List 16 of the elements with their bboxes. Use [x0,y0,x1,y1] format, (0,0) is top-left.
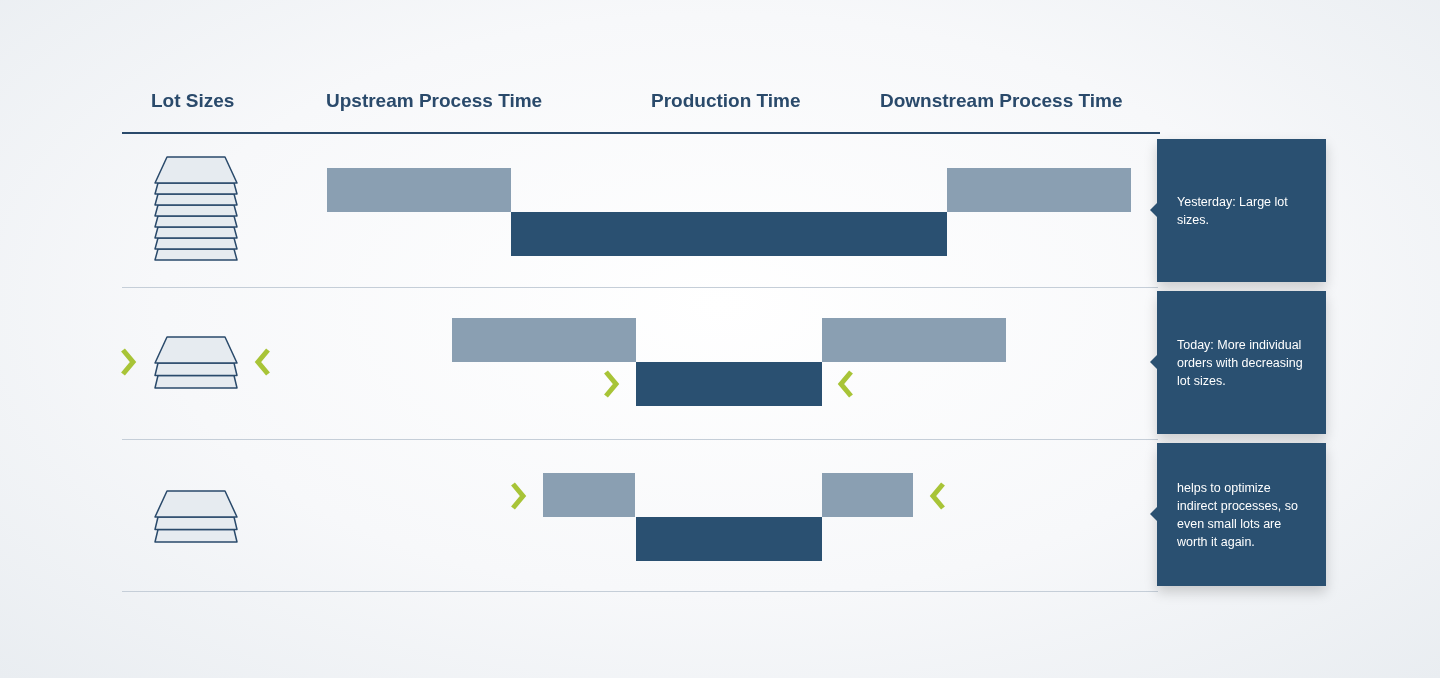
process-time-bar [543,473,635,517]
callout-text: Today: More individual orders with decreasing lot sizes. [1177,336,1304,390]
column-header: Upstream Process Time [326,90,543,112]
column-header: Lot Sizes [151,90,235,112]
callout-text: Yesterday: Large lot sizes. [1177,193,1289,229]
column-header: Downstream Process Time [880,90,1123,112]
production-time-bar [636,517,822,561]
process-time-bar [452,318,636,362]
column-header: Production Time [651,90,801,112]
process-time-bar [947,168,1131,212]
production-time-bar [511,212,947,256]
process-time-bar [822,318,1006,362]
callout-text: helps to optimize indirect processes, so even small lots are worth it again. [1177,479,1299,551]
process-time-bar [327,168,511,212]
process-time-bar [822,473,913,517]
production-time-bar [636,362,822,406]
